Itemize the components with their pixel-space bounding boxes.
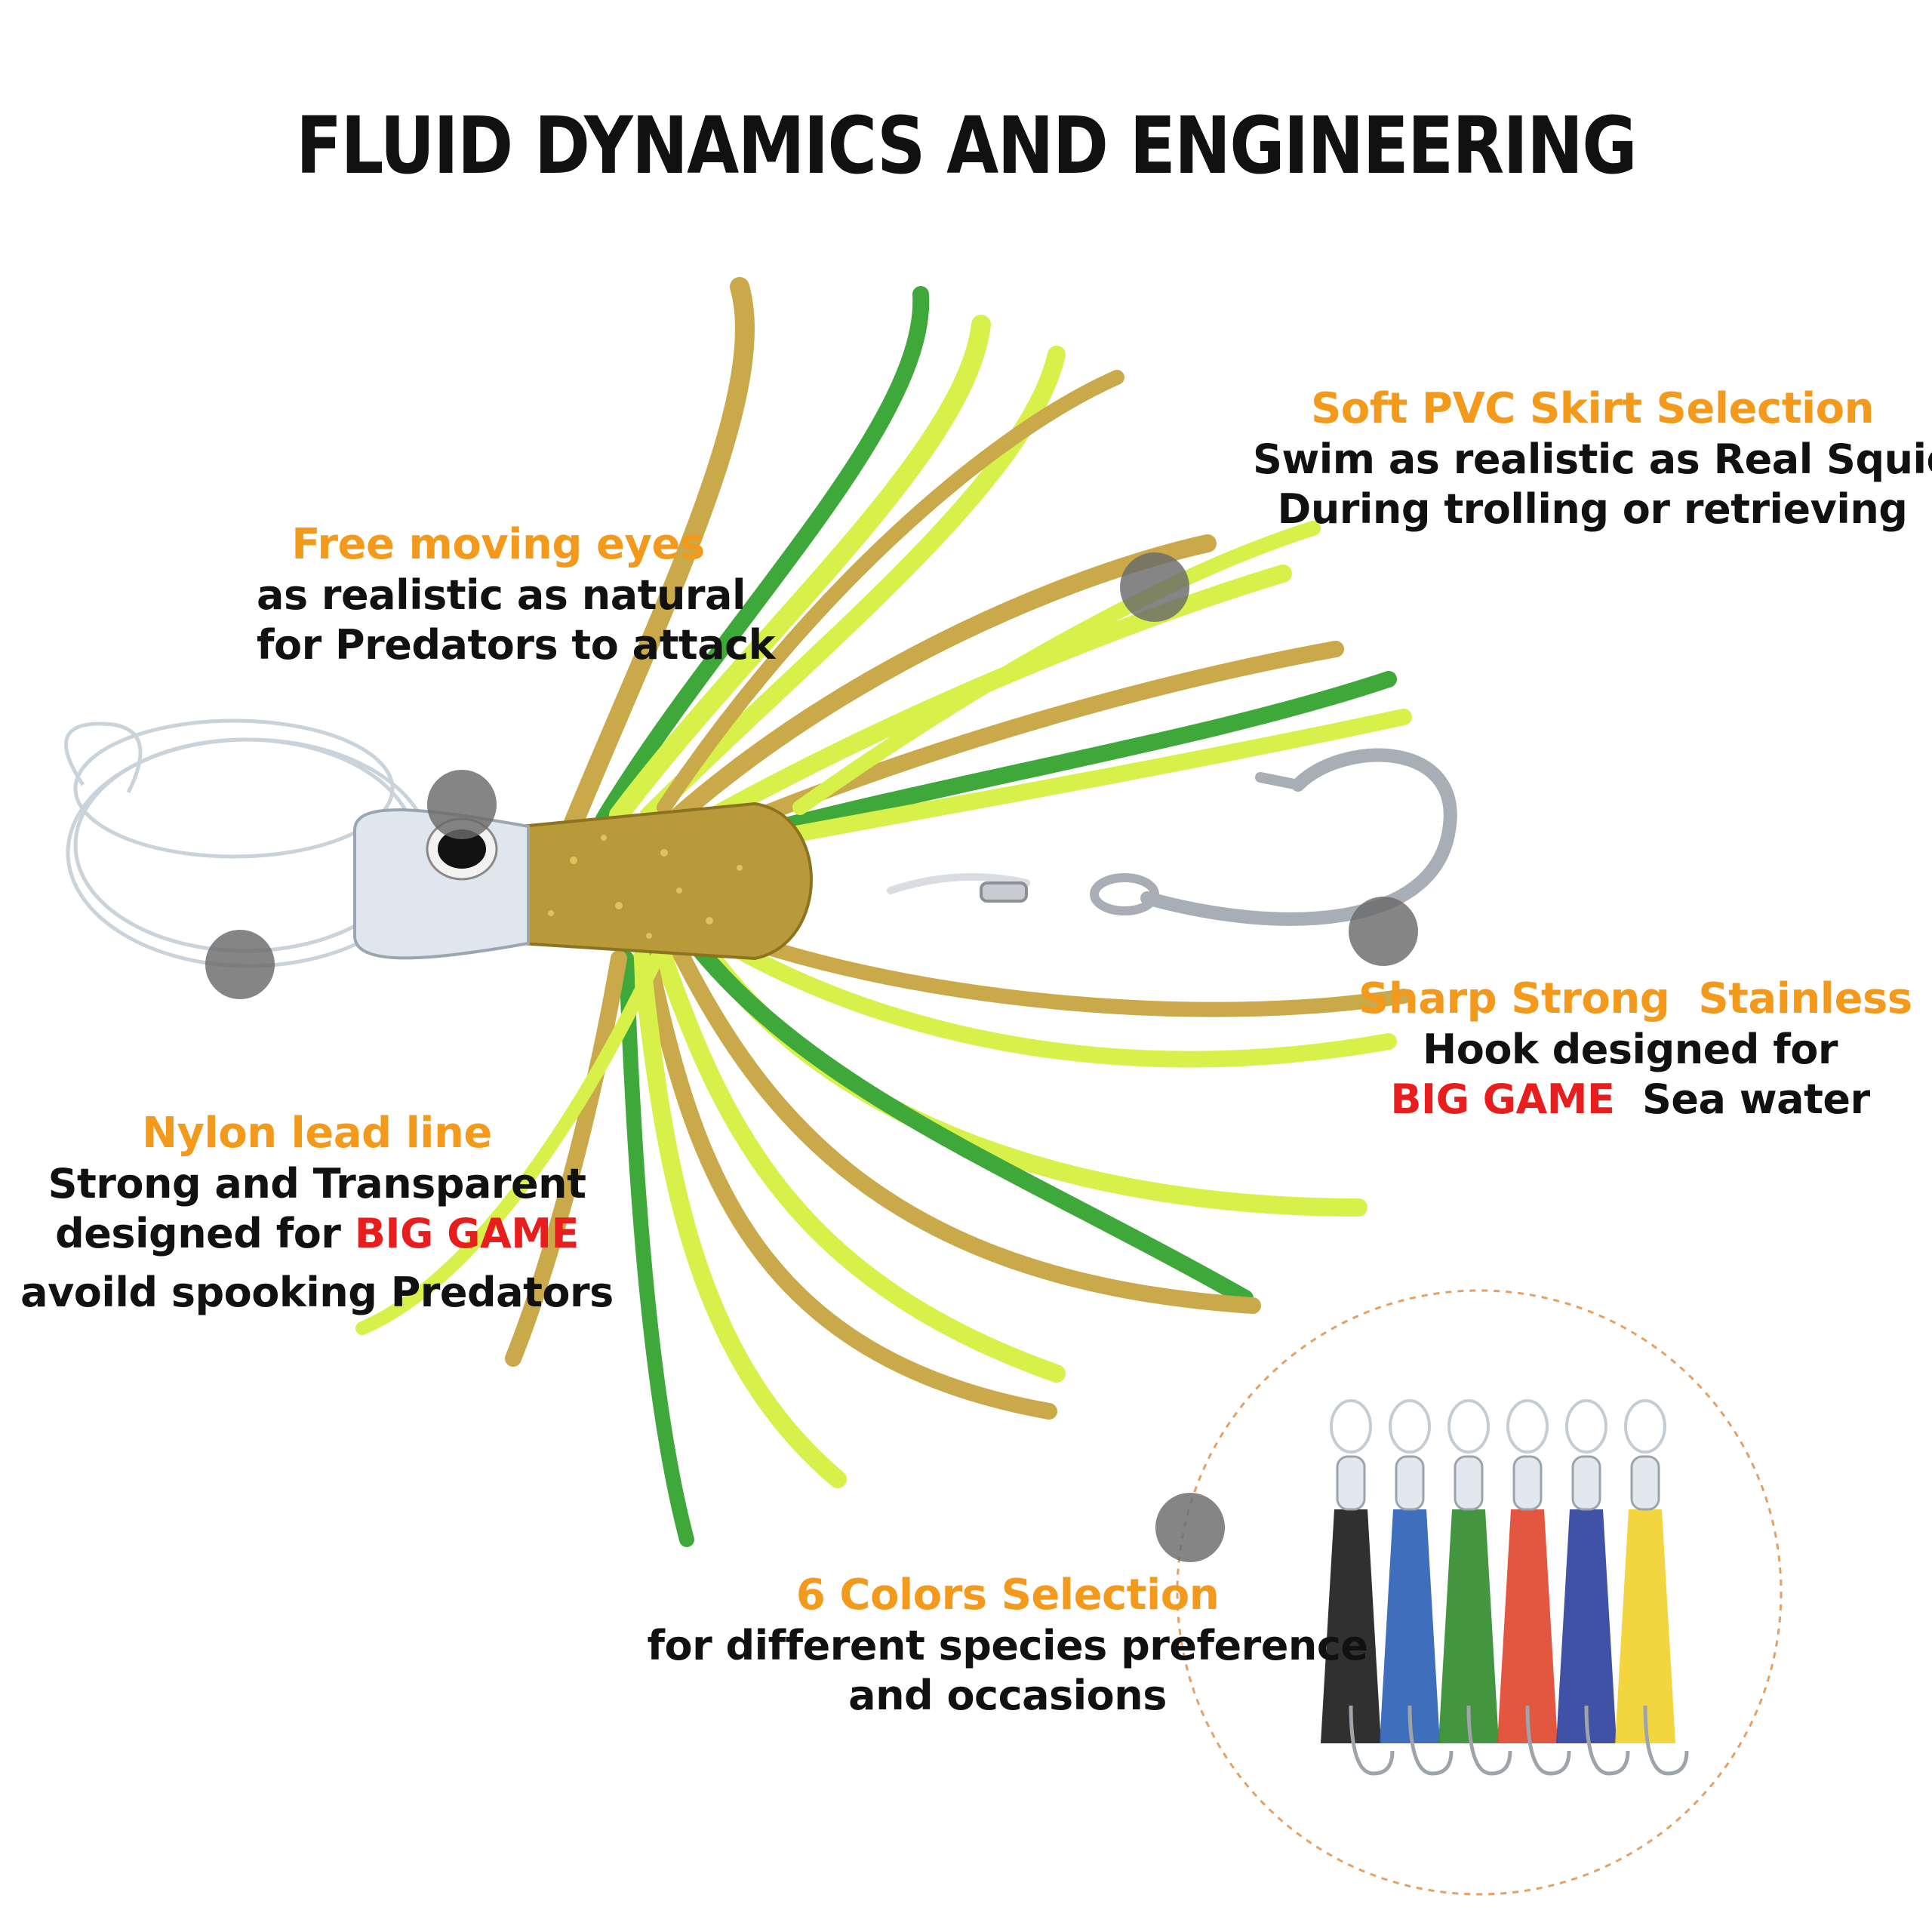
stainless-hook — [887, 748, 1457, 926]
color-lure — [1615, 1399, 1689, 1776]
feature-eyes: Free moving eyes as realistic as natural… — [257, 519, 776, 670]
feature-colors: 6 Colors Selection for different species… — [574, 1570, 1441, 1721]
callout-dot-eyes — [427, 770, 497, 839]
callout-dot-nylon — [205, 930, 275, 999]
feature-hook: Sharp Strong Stainless Hook designed for… — [1358, 974, 1912, 1124]
feature-skirt-heading: Soft PVC Skirt Selection — [1310, 384, 1875, 433]
feature-nylon-line3: avoild spooking Predators — [20, 1269, 614, 1317]
feature-nylon-line1: Strong and Transparent — [48, 1160, 586, 1208]
feature-nylon-heading: Nylon lead line — [142, 1109, 492, 1158]
feature-eyes-line2: for Predators to attack — [257, 621, 776, 669]
feature-nylon-line2-pre: designed for — [55, 1210, 355, 1258]
lure-body — [519, 801, 813, 961]
skirt-strands-lower — [355, 934, 1411, 1547]
color-lure — [1438, 1399, 1512, 1776]
color-lure — [1380, 1399, 1454, 1776]
callout-dot-skirt — [1120, 552, 1189, 622]
feature-skirt-line2: During trolling or retrieving — [1277, 485, 1908, 534]
feature-eyes-line1: as realistic as natural — [257, 571, 746, 620]
feature-colors-line1: for different species preference — [647, 1622, 1368, 1670]
color-lure — [1321, 1399, 1395, 1776]
page-title: FLUID DYNAMICS AND ENGINEERING — [296, 100, 1638, 192]
feature-nylon-line2: designed for BIG GAME — [15, 1209, 619, 1259]
feature-hook-line2: BIG GAME Sea water — [1358, 1075, 1902, 1124]
callout-dot-hook — [1349, 897, 1418, 966]
big-game-label: BIG GAME — [1390, 1075, 1615, 1124]
callout-dot-colors — [1155, 1493, 1225, 1562]
big-game-label: BIG GAME — [354, 1210, 580, 1258]
feature-nylon: Nylon lead line Strong and Transparent d… — [15, 1108, 619, 1318]
feature-hook-line1: Hook designed for — [1423, 1026, 1838, 1074]
feature-hook-heading: Sharp Strong Stainless — [1358, 974, 1912, 1023]
feature-skirt-line1: Swim as realistic as Real Squid — [1253, 435, 1932, 484]
six-color-lure-set — [1321, 1399, 1689, 1776]
feature-colors-line2: and occasions — [848, 1672, 1167, 1720]
feature-eyes-heading: Free moving eyes — [291, 520, 705, 569]
color-selection-circle — [1176, 1289, 1783, 1896]
feature-hook-line2-rest: Sea water — [1614, 1075, 1870, 1124]
feature-colors-heading: 6 Colors Selection — [795, 1571, 1220, 1620]
color-lure — [1497, 1399, 1571, 1776]
color-lure — [1556, 1399, 1630, 1776]
feature-skirt: Soft PVC Skirt Selection Swim as realist… — [1253, 383, 1932, 534]
